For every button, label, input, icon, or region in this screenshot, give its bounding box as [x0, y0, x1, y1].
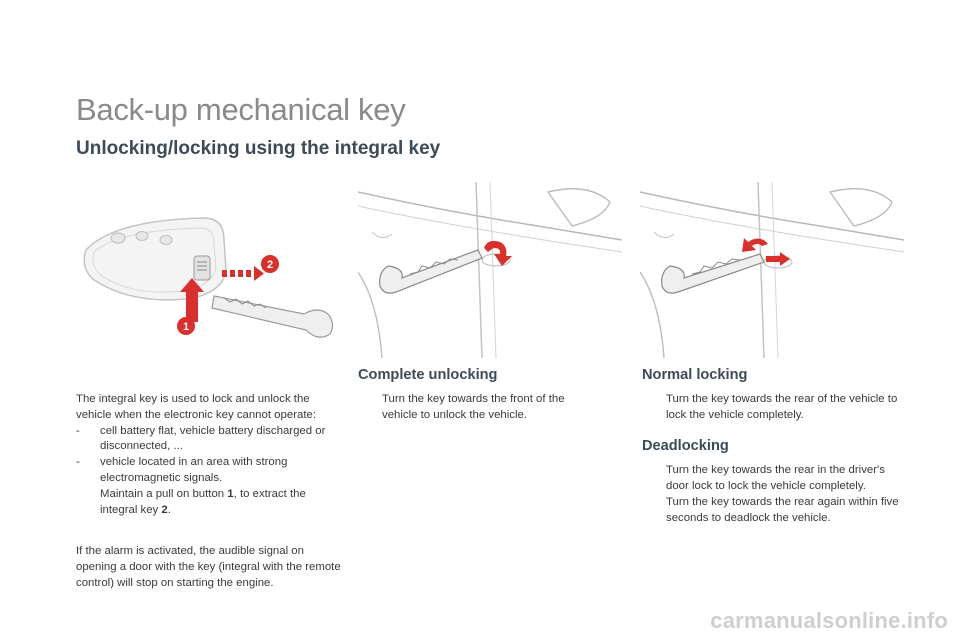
- list-item: Turn the key towards the rear of the veh…: [642, 392, 910, 424]
- door-locking-figure: [640, 182, 904, 358]
- intro-column: The integral key is used to lock and unl…: [76, 392, 346, 592]
- list-item-text: Turn the key towards the rear again with…: [666, 495, 899, 524]
- list-item-text: Turn the key towards the rear in the dri…: [666, 464, 885, 492]
- callout-1: 1: [183, 321, 189, 333]
- callout-2: 2: [267, 259, 273, 271]
- page-title: Back-up mechanical key: [76, 92, 406, 127]
- intro-paragraph: The integral key is used to lock and unl…: [76, 393, 316, 421]
- rotate-backward-arrow-icon: [742, 238, 790, 266]
- list-item: Turn the key towards the front of the ve…: [358, 392, 598, 424]
- list-item: - cell battery flat, vehicle battery dis…: [76, 424, 346, 456]
- deadlocking-heading: Deadlocking: [642, 438, 729, 455]
- list-item-text: Turn the key towards the front of the ve…: [382, 392, 565, 421]
- list-item-text: vehicle located in an area with strong e…: [100, 456, 288, 484]
- section-title: Unlocking/locking using the integral key: [76, 138, 441, 159]
- key-extraction-figure: 1 2: [74, 210, 344, 350]
- complete-unlocking-column: Complete unlocking Turn the key towards …: [358, 367, 598, 424]
- complete-unlocking-heading: Complete unlocking: [358, 367, 498, 383]
- dashed-arrow-right-icon: [222, 266, 264, 281]
- conditions-list: - cell battery flat, vehicle battery dis…: [76, 424, 346, 519]
- dash-marker: -: [76, 424, 80, 437]
- dash-marker: -: [76, 456, 80, 469]
- arrow-up-icon: [180, 278, 204, 322]
- watermark: carmanualsonline.info: [710, 608, 948, 633]
- list-item: Turn the key towards the rear in the dri…: [642, 463, 910, 495]
- door-unlocking-figure: [358, 182, 622, 358]
- alarm-note: If the alarm is activated, the audible s…: [76, 545, 341, 589]
- rotate-forward-arrow-icon: [484, 240, 512, 266]
- pull-instruction: Maintain a pull on button 1, to extract …: [100, 487, 306, 516]
- remote-button-icon: [110, 231, 173, 245]
- list-item: - vehicle located in an area with strong…: [76, 455, 346, 487]
- list-item-text: Turn the key towards the rear of the veh…: [666, 392, 898, 421]
- normal-locking-heading: Normal locking: [642, 367, 748, 383]
- locking-column: Normal locking Turn the key towards the …: [642, 367, 910, 527]
- list-item: Maintain a pull on button 1, to extract …: [76, 487, 346, 519]
- list-item: Turn the key towards the rear again with…: [642, 495, 910, 527]
- list-item-text: cell battery flat, vehicle battery disch…: [100, 424, 326, 453]
